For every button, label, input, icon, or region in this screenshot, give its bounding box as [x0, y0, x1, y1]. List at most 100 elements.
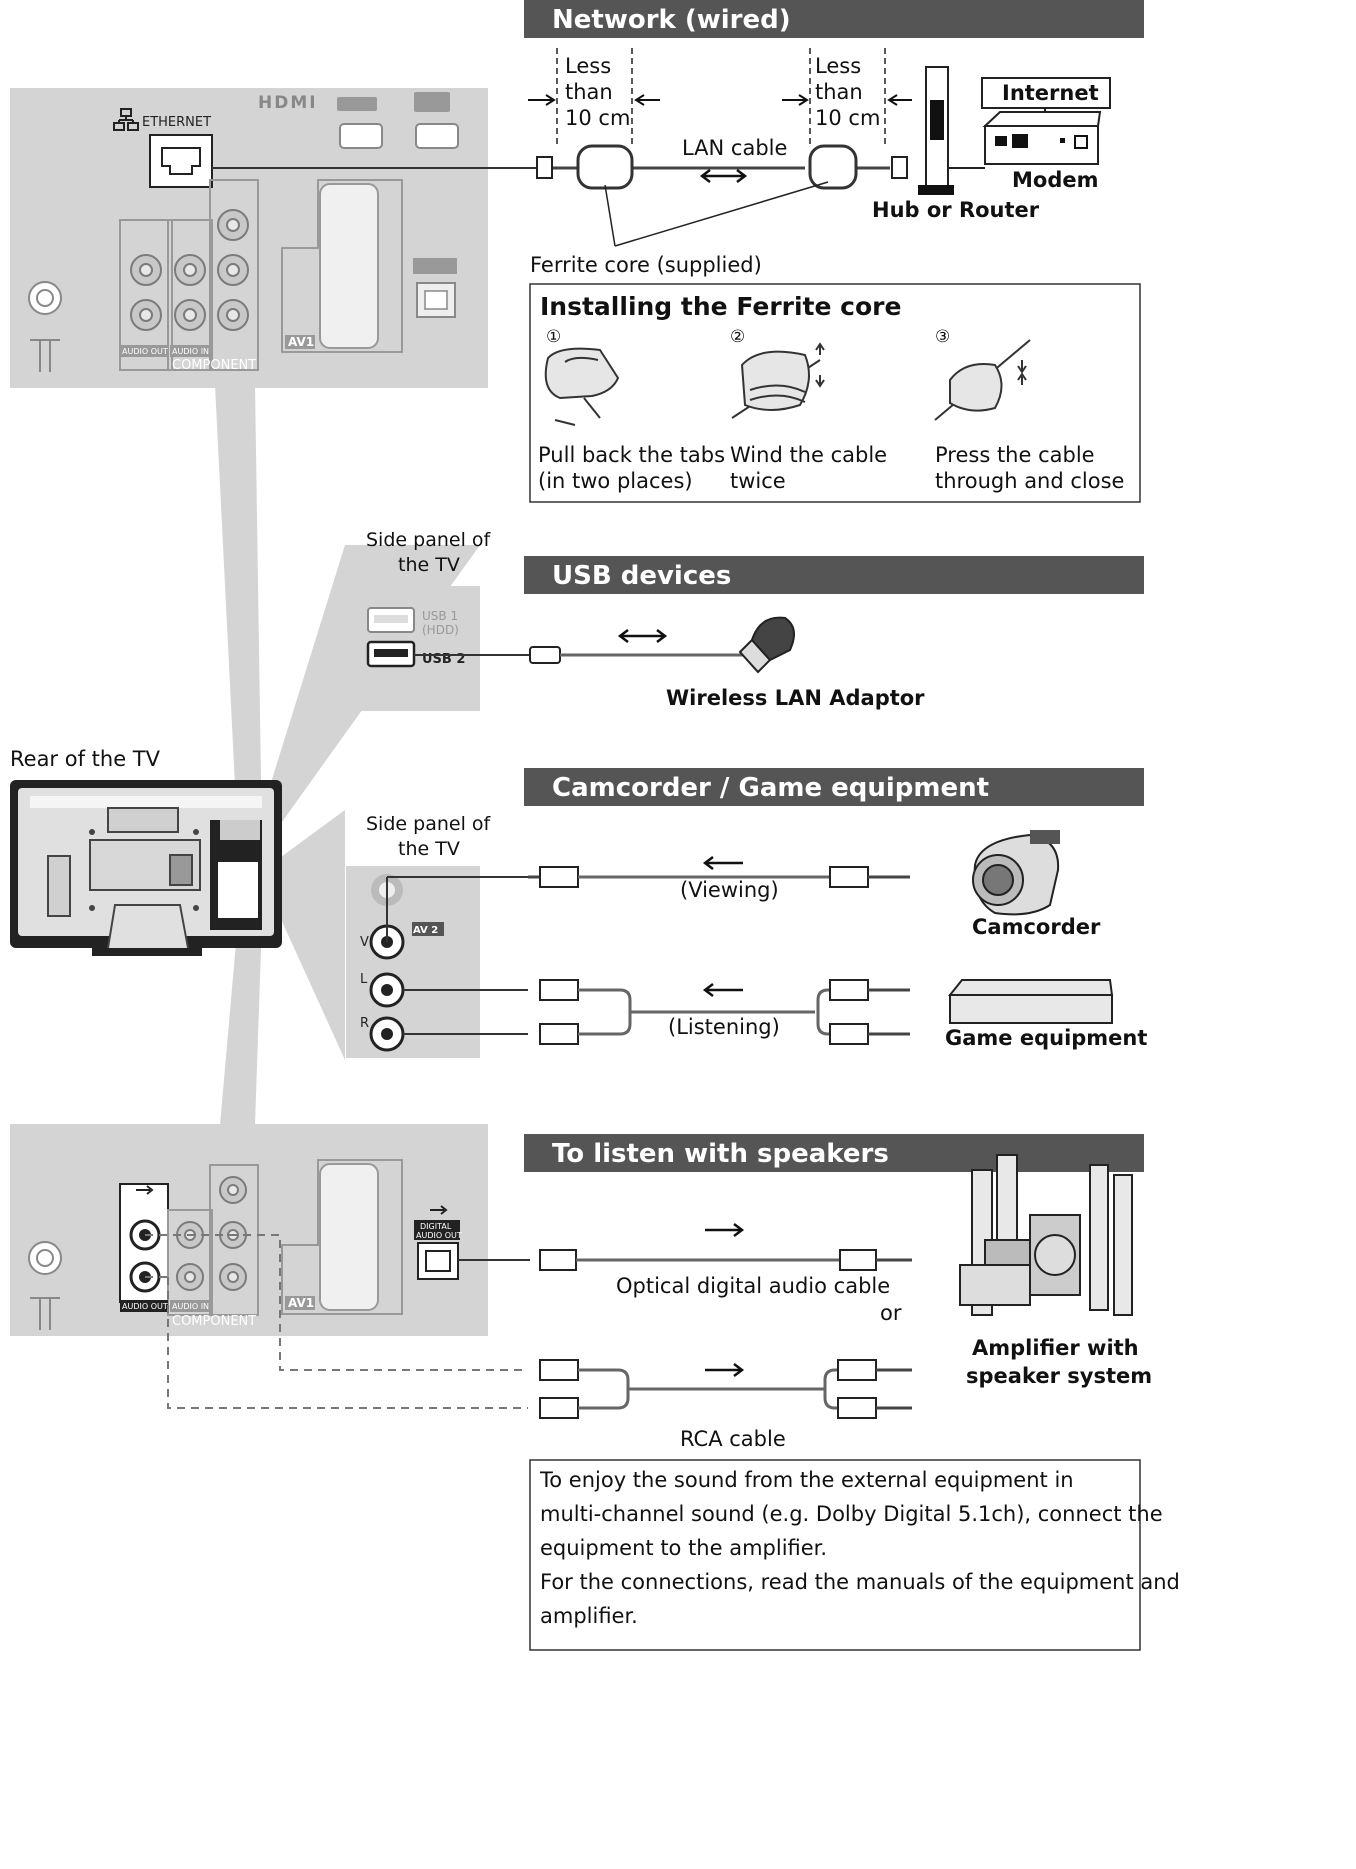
- jack-v-label: V: [360, 935, 369, 950]
- rear-panel-top: [10, 88, 488, 388]
- modem-device: [982, 111, 1102, 165]
- funnel-to-bottom-panel: [220, 920, 262, 1125]
- funnel-to-av2-panel: [270, 810, 345, 1060]
- game-equipment-label: Game equipment: [945, 1026, 1147, 1050]
- audio-out-tag-bottom: AUDIO OUT: [122, 1302, 168, 1311]
- usb-port-2[interactable]: [366, 640, 416, 668]
- stand-mount-icon-top: [28, 281, 62, 372]
- section-speakers: To listen with speakers: [524, 1134, 1144, 1172]
- ferrite-title: Installing the Ferrite core: [540, 292, 901, 321]
- usb-side-panel-line2: the TV: [398, 554, 460, 576]
- listening-label: (Listening): [668, 1015, 780, 1039]
- internet-label: Internet: [1002, 81, 1099, 105]
- ferrite-step2-num: ②: [730, 327, 745, 347]
- note-line-3: equipment to the amplifier.: [540, 1536, 827, 1560]
- audio-component-block-bottom: AUDIO OUT AUDIO IN COMPONENT: [119, 1164, 259, 1329]
- usb-cable: [414, 629, 750, 664]
- distance-right-line2: than: [815, 80, 863, 104]
- wireless-lan-adaptor: [738, 616, 795, 674]
- ferrite-step1-line1: Pull back the tabs: [538, 443, 725, 467]
- hub-router-device: [918, 66, 985, 195]
- section-usb: USB devices: [524, 556, 1144, 594]
- ferrite-supplied-label: Ferrite core (supplied): [530, 253, 762, 277]
- game-equipment-device: [947, 979, 1114, 1024]
- ferrite-step2-line1: Wind the cable: [730, 443, 887, 467]
- distance-left-line2: than: [565, 80, 613, 104]
- lan-cable: [212, 144, 908, 190]
- rear-panel-bottom: [10, 1124, 488, 1336]
- usb-port-1[interactable]: [367, 607, 415, 633]
- header-camcorder: Camcorder / Game equipment: [552, 773, 989, 803]
- wireless-lan-adaptor-label: Wireless LAN Adaptor: [666, 686, 925, 710]
- distance-right-line3: 10 cm: [815, 106, 880, 130]
- digital-audio-out-bottom[interactable]: [414, 1205, 460, 1280]
- ethernet-label: ETHERNET: [142, 115, 211, 130]
- scart-av1-top: AV1: [281, 179, 403, 353]
- digital-audio-out-top: [413, 258, 457, 318]
- hdmi-port-2[interactable]: [414, 92, 459, 149]
- distance-left-line1: Less: [565, 54, 611, 78]
- stand-mount-icon-bottom: [28, 1241, 62, 1330]
- rear-of-tv-label: Rear of the TV: [10, 747, 161, 771]
- distance-left: Less than 10 cm: [528, 48, 660, 145]
- note-line-2: multi-channel sound (e.g. Dolby Digital …: [540, 1502, 1163, 1526]
- ferrite-step1-num: ①: [546, 327, 561, 347]
- av1-tag-top: AV1: [288, 335, 314, 349]
- ethernet-port[interactable]: [149, 134, 213, 188]
- viewing-label: (Viewing): [680, 878, 779, 902]
- ferrite-step3-line1: Press the cable: [935, 443, 1095, 467]
- hdmi-port-1[interactable]: [337, 97, 383, 149]
- ferrite-step3-num: ③: [935, 327, 950, 347]
- ferrite-step2-line2: twice: [730, 469, 786, 493]
- distance-left-line3: 10 cm: [565, 106, 630, 130]
- optical-cable-label: Optical digital audio cable: [616, 1274, 890, 1298]
- note-line-1: To enjoy the sound from the external equ…: [539, 1468, 1074, 1492]
- note-line-5: amplifier.: [540, 1604, 638, 1628]
- audio-in-tag-bottom: AUDIO IN: [172, 1302, 209, 1311]
- av1-tag-bottom: AV1: [288, 1296, 314, 1310]
- av2-tag: AV 2: [413, 925, 438, 936]
- jack-r-label: R: [360, 1016, 369, 1031]
- or-label: or: [880, 1301, 902, 1325]
- usb-hdd-label: (HDD): [422, 623, 459, 637]
- component-tag-top: COMPONENT: [172, 358, 256, 373]
- header-network: Network (wired): [552, 5, 791, 35]
- ferrite-pointer-lines: [604, 181, 829, 247]
- camcorder-label: Camcorder: [972, 915, 1101, 939]
- ferrite-step1-illustration: [544, 347, 620, 426]
- component-tag-bottom: COMPONENT: [172, 1314, 256, 1329]
- scart-av1-bottom: AV1: [281, 1159, 403, 1315]
- modem-label: Modem: [1012, 168, 1098, 192]
- digital-audio-out-tag-line1: DIGITAL: [420, 1222, 452, 1231]
- amplifier-label-line2: speaker system: [966, 1364, 1152, 1388]
- av-side-panel-line2: the TV: [398, 838, 460, 860]
- rca-cable: [145, 1234, 912, 1419]
- hub-router-label: Hub or Router: [872, 198, 1040, 222]
- internet-box: [981, 77, 1111, 109]
- camcorder-device: [972, 830, 1060, 916]
- audio-out-tag-top: AUDIO OUT: [122, 347, 168, 356]
- distance-right: Less than 10 cm: [782, 48, 912, 145]
- ferrite-step2-illustration: [731, 342, 825, 419]
- usb-side-panel-line1: Side panel of: [366, 529, 492, 551]
- header-speakers: To listen with speakers: [552, 1139, 889, 1169]
- funnel-to-top-panel: [215, 385, 262, 845]
- note-box: [529, 1459, 1141, 1651]
- section-camcorder: Camcorder / Game equipment: [524, 768, 1144, 806]
- digital-audio-out-tag-line2: AUDIO OUT: [416, 1231, 462, 1240]
- amplifier-label-line1: Amplifier with: [972, 1336, 1139, 1360]
- rca-cable-label: RCA cable: [680, 1427, 786, 1451]
- ferrite-step3-illustration: [934, 339, 1031, 421]
- ferrite-step1-line2: (in two places): [538, 469, 693, 493]
- jack-l-label: L: [360, 972, 368, 987]
- distance-right-line1: Less: [815, 54, 861, 78]
- ethernet-icon: [113, 108, 139, 131]
- video-cable-viewing: [386, 856, 910, 942]
- lan-cable-label: LAN cable: [682, 136, 787, 160]
- amplifier-speaker-system: [959, 1154, 1133, 1316]
- optical-cable: [458, 1223, 912, 1271]
- usb1-label: USB 1: [422, 609, 458, 623]
- av-side-panel-line1: Side panel of: [366, 813, 492, 835]
